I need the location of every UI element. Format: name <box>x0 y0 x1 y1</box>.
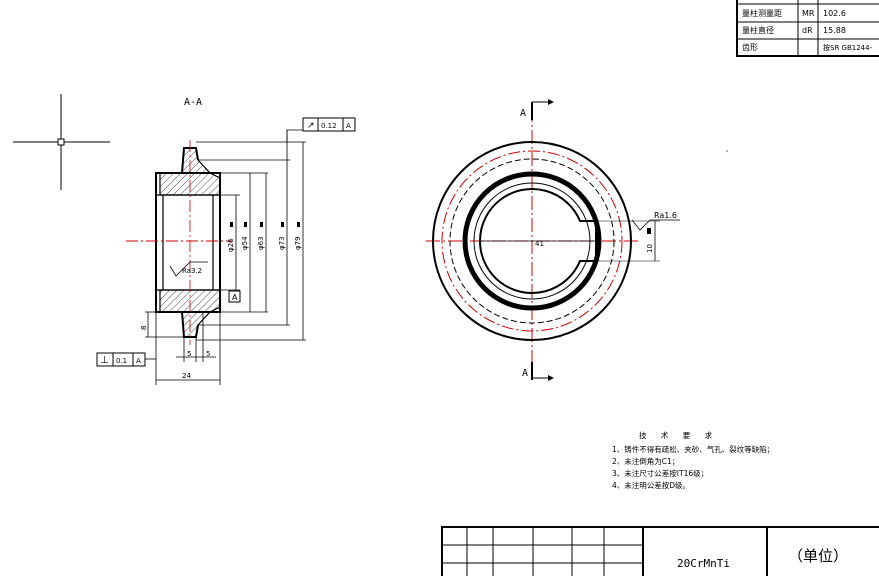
param-symbol-2: dR <box>802 26 813 35</box>
section-label: A-A <box>184 97 202 108</box>
front-view <box>426 108 680 376</box>
view-mark-bottom: A <box>522 368 528 379</box>
dim-d73: φ73 <box>278 236 286 250</box>
dim-d79: φ79 <box>294 236 302 250</box>
perpendicularity-value: 0.1 <box>116 357 127 365</box>
param-value-1: 102.6 <box>823 9 846 18</box>
section-arrow-bottom: A <box>522 362 554 381</box>
param-name-2: 量柱直径 <box>742 25 774 35</box>
title-block: 20CrMnTi （单位） <box>441 526 879 576</box>
param-value-3: 按SR GB1244- <box>823 43 873 52</box>
perpendicularity-icon: ⊥ <box>100 355 109 366</box>
dimension-labels: φ26 φ54 φ63 φ73 φ79 8 5 5 24 <box>140 222 302 380</box>
dim-eight: 8 <box>140 326 148 330</box>
section-dimensions <box>145 129 306 385</box>
param-symbol-1: MR <box>802 9 815 18</box>
dim-bore-width: 41 <box>535 240 544 248</box>
crosshair-cursor-icon <box>13 94 110 190</box>
roughness-section-label: Ra3.2 <box>182 267 202 275</box>
dim-twentyfour: 24 <box>182 372 191 380</box>
datum-box: A <box>228 290 241 303</box>
dim-d26: φ26 <box>227 238 235 252</box>
runout-tolerance-frame: ↗ 0.12 A <box>302 117 356 132</box>
runout-datum: A <box>346 122 351 130</box>
runout-icon: ↗ <box>307 121 315 131</box>
section-view <box>126 140 232 345</box>
tech-req-item-2: 2、未注倒角为C1； <box>612 457 680 466</box>
dim-key-width: 10 <box>646 244 654 253</box>
param-name-3: 齿形 <box>742 43 758 52</box>
section-arrow-top: A <box>520 99 554 120</box>
dim-d54: φ54 <box>241 236 249 250</box>
technical-requirements: 技 术 要 求 1、铸件不得有疏松、夹砂、气孔、裂纹等缺陷； 2、未注倒角为C1… <box>612 430 872 492</box>
datum-label: A <box>232 293 238 302</box>
param-value-2: 15.88 <box>823 26 846 35</box>
dim-five-b: 5 <box>206 350 210 358</box>
param-name-1: 量柱测量距 <box>742 8 782 18</box>
roughness-symbol-section: Ra3.2 <box>169 261 208 277</box>
roughness-keyway-label: Ra1.6 <box>654 211 677 220</box>
unit-label: （单位） <box>788 547 848 565</box>
view-mark-top: A <box>520 108 526 119</box>
front-view-labels: 41 10 Ra1.6 <box>535 211 677 253</box>
tech-req-title: 技 术 要 求 <box>639 431 719 440</box>
perpendicularity-datum: A <box>136 357 141 365</box>
material-label: 20CrMnTi <box>677 557 730 570</box>
runout-value: 0.12 <box>321 122 337 130</box>
tech-req-item-4: 4、未注明公差按D级。 <box>612 481 691 490</box>
params-table: 量柱测量距 MR 102.6 量柱直径 dR 15.88 齿形 按SR GB12… <box>736 0 879 57</box>
perpendicularity-frame: ⊥ 0.1 A <box>96 352 156 367</box>
tech-req-item-3: 3、未注尺寸公差按IT16级； <box>612 469 709 478</box>
tech-req-item-1: 1、铸件不得有疏松、夹砂、气孔、裂纹等缺陷； <box>612 445 775 454</box>
stray-dot <box>726 150 728 152</box>
dim-d63: φ63 <box>257 236 265 250</box>
dim-five-a: 5 <box>187 350 191 358</box>
